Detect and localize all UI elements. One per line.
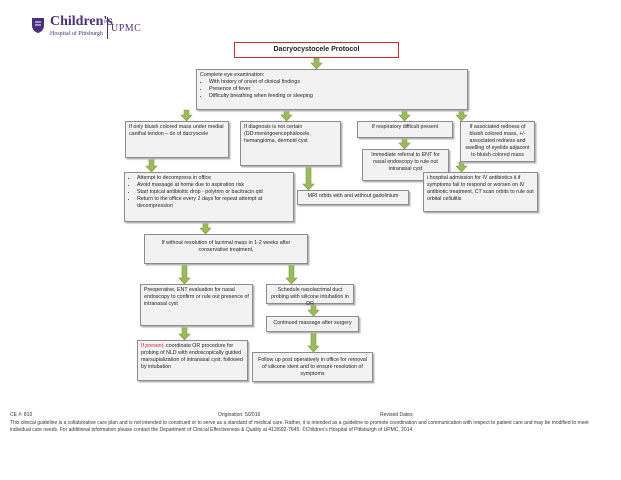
ce-number: CE #: 810 [10, 412, 33, 418]
respiratory-box: If respiratory difficult present [357, 121, 453, 138]
uncertain-diagnosis-box: If diagnosis is not certain (DD:meningoe… [240, 121, 341, 166]
arrow-massage-followup [307, 331, 320, 353]
arrow-exam-redness [455, 109, 468, 122]
arrow-conservative-noresolution [199, 221, 212, 235]
list-item: Attempt to decompress in office [137, 175, 290, 182]
list-item: With history of onset of clinical findin… [209, 79, 464, 86]
revised-dates: Revised Dates: [380, 412, 414, 418]
list-item: Return to the office every 2 days for re… [137, 196, 290, 210]
if-present-text: coordinate OR procedure for probing of N… [141, 343, 243, 370]
arrow-uncertain-mri [302, 165, 315, 191]
logo-of: of [104, 19, 109, 25]
conservative-box: Attempt to decompress in office Avoid ma… [124, 172, 294, 222]
crest-icon [32, 18, 44, 33]
continued-massage-box: Continued massage after surgery [266, 316, 359, 332]
list-item: Presence of fever [209, 86, 464, 93]
bluish-mass-box: If only bluish colored mass under medial… [125, 121, 229, 158]
logo-partner: UPMC [111, 23, 142, 34]
mri-box: MRI orbits with and without gadolinium [297, 190, 409, 205]
list-item: Difficulty breathing when feeding or sle… [209, 93, 464, 100]
origination-date: Origination: 5/2016 [218, 412, 261, 418]
arrow-title-exam [310, 57, 323, 70]
arrow-bluish-conservative [145, 157, 158, 173]
footer: CE #: 810 Origination: 5/2016 Revised Da… [10, 412, 610, 433]
arrow-respiratory-ent [398, 137, 411, 150]
footer-meta: CE #: 810 Origination: 5/2016 Revised Da… [10, 412, 610, 420]
arrow-redness-hospital [455, 161, 468, 173]
logo-name: Children's [50, 14, 113, 29]
arrow-noresolution-schedule [285, 263, 298, 285]
conservative-list: Attempt to decompress in office Avoid ma… [128, 175, 290, 209]
arrow-schedule-massage [307, 303, 320, 317]
arrow-exam-bluish [180, 109, 193, 122]
arrow-exam-uncertain [280, 109, 293, 122]
logo-divider [107, 17, 108, 39]
hospital-logo: Children's Hospital of Pittsburgh of UPM… [30, 14, 142, 50]
if-present-label: If present, [141, 343, 165, 349]
arrow-noresolution-preop [178, 263, 191, 285]
list-item: Start topical antibioitic drop - polytri… [137, 189, 290, 196]
hospital-admission-box: i.hospital admission for IV antibiotics … [423, 172, 538, 212]
if-present-box: If present, coordinate OR procedure for … [137, 340, 248, 381]
footer-disclaimer: This clinical guideline is a collaborati… [10, 420, 589, 433]
arrow-preop-ifpresent [178, 325, 191, 341]
arrow-exam-respiratory [398, 109, 411, 122]
exam-heading: Complete eye examination: [200, 72, 265, 78]
protocol-title: Dacryocystocele Protocol [234, 42, 399, 58]
no-resolution-box: If without resolution of lacrimal mass i… [144, 234, 308, 264]
logo-subtitle: Hospital of Pittsburgh [50, 31, 103, 37]
exam-box: Complete eye examination: With history o… [196, 69, 468, 110]
follow-up-box: Follow up post operatively in office for… [252, 352, 373, 382]
schedule-probing-box: Schedule nasolacrimal duct probing with … [266, 284, 354, 307]
redness-box: If associated redness of bluish colored … [460, 121, 535, 162]
exam-list: With history of onset of clinical findin… [200, 79, 464, 100]
preoperative-box: Preoperative, ENT evaluation for nasal e… [140, 284, 253, 326]
list-item: Avoid massage at home due to aspiration … [137, 182, 290, 189]
